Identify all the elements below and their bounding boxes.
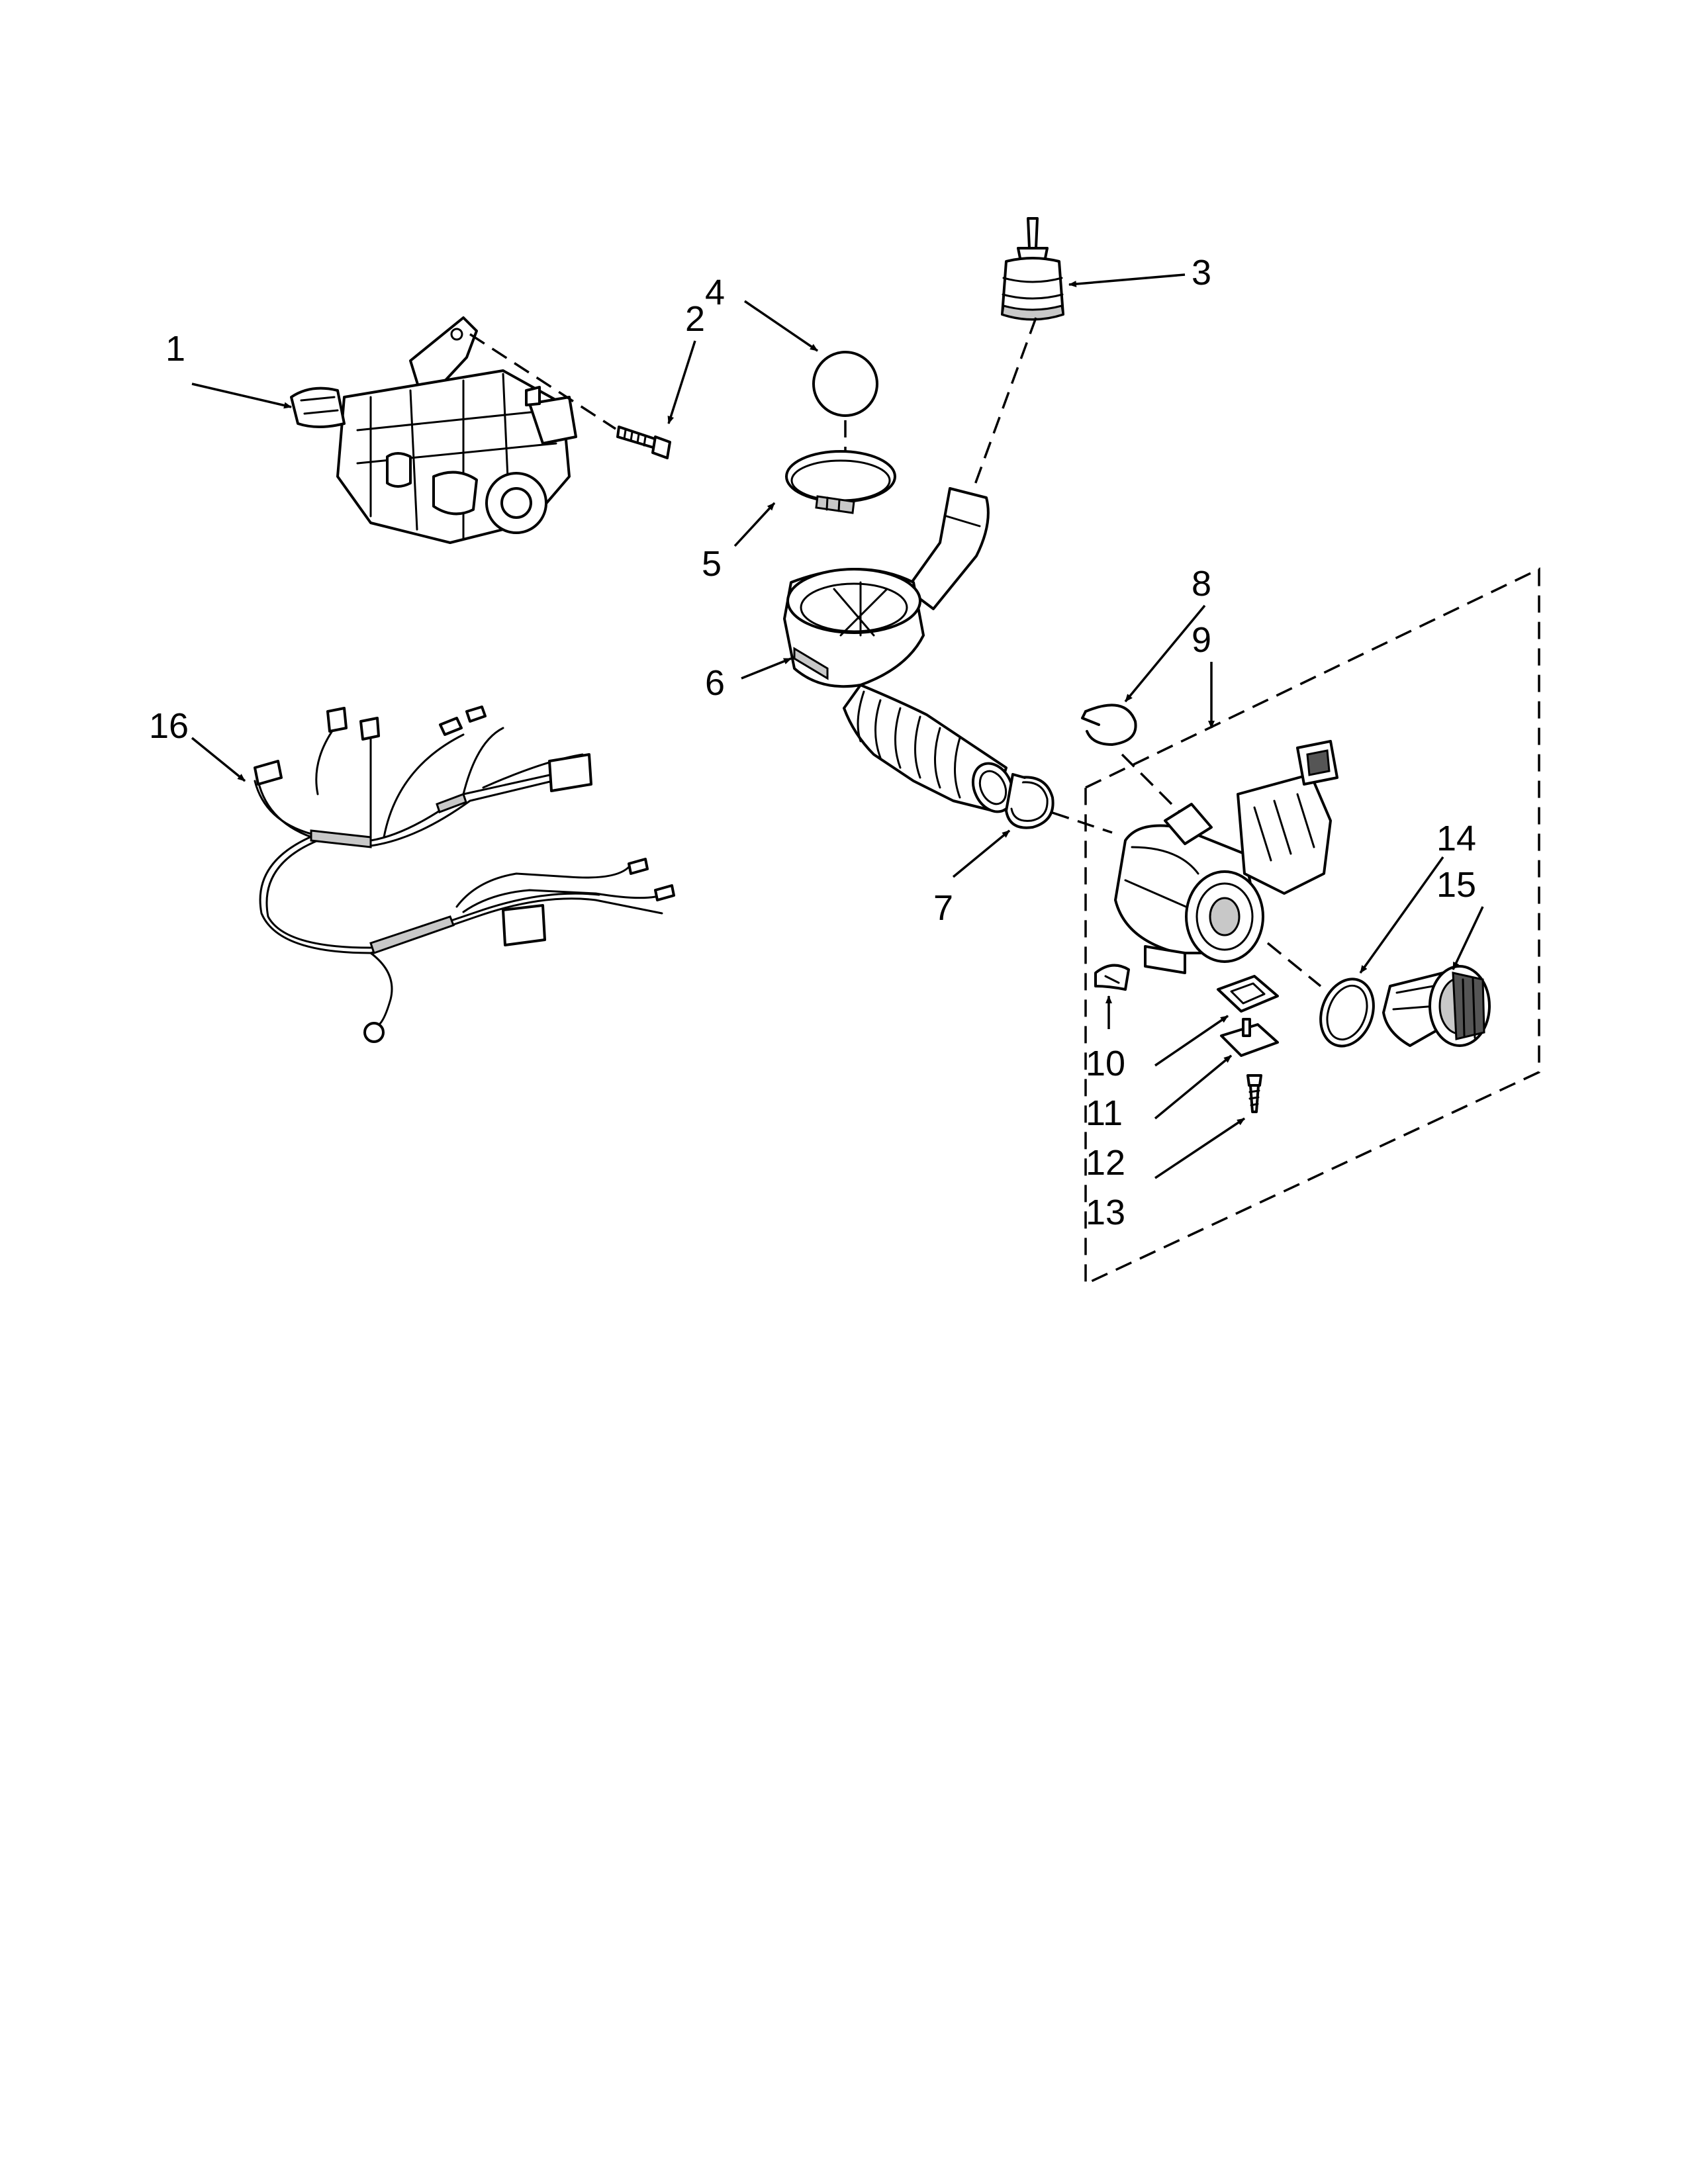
motor-mount-screw [616, 426, 671, 459]
screw-13 [1246, 1074, 1262, 1113]
wire-harness [254, 705, 675, 1043]
callout-10: 10 [1086, 1044, 1125, 1083]
o-ring [1319, 978, 1375, 1048]
callout-14: 14 [1436, 819, 1476, 858]
foot-12 [1220, 1018, 1279, 1057]
callout-2: 2 [685, 299, 705, 339]
motor [290, 316, 577, 544]
callout-3: 3 [1192, 253, 1211, 293]
callout-6: 6 [705, 663, 725, 703]
callout-8: 8 [1192, 564, 1211, 604]
drain-pump [1114, 740, 1338, 974]
callout-11: 11 [1086, 1093, 1123, 1133]
retainer-clip [1081, 704, 1137, 746]
hose-clamp [785, 450, 896, 514]
callout-9: 9 [1192, 620, 1211, 660]
callout-4: 4 [705, 273, 725, 312]
pump-hose-clamp [1005, 773, 1055, 829]
pressure-dome [1001, 217, 1064, 321]
callout-12: 12 [1086, 1143, 1125, 1183]
clip-10 [1094, 964, 1130, 991]
check-ball [812, 351, 878, 417]
callout-5: 5 [702, 544, 722, 584]
sump-hose [783, 487, 1015, 813]
pad-11 [1217, 975, 1279, 1013]
callout-13: 13 [1086, 1193, 1125, 1232]
callout-7: 7 [933, 888, 953, 928]
callout-15: 15 [1436, 865, 1476, 905]
callout-labels: 1 2 3 4 5 6 7 8 9 10 11 12 13 14 15 16 [149, 253, 1476, 1232]
callout-1: 1 [165, 329, 185, 369]
drain-filter [1382, 965, 1491, 1047]
drain-pump-kit-outline [1084, 567, 1540, 1286]
callout-16: 16 [149, 706, 189, 746]
leader-lines [191, 273, 1484, 1179]
